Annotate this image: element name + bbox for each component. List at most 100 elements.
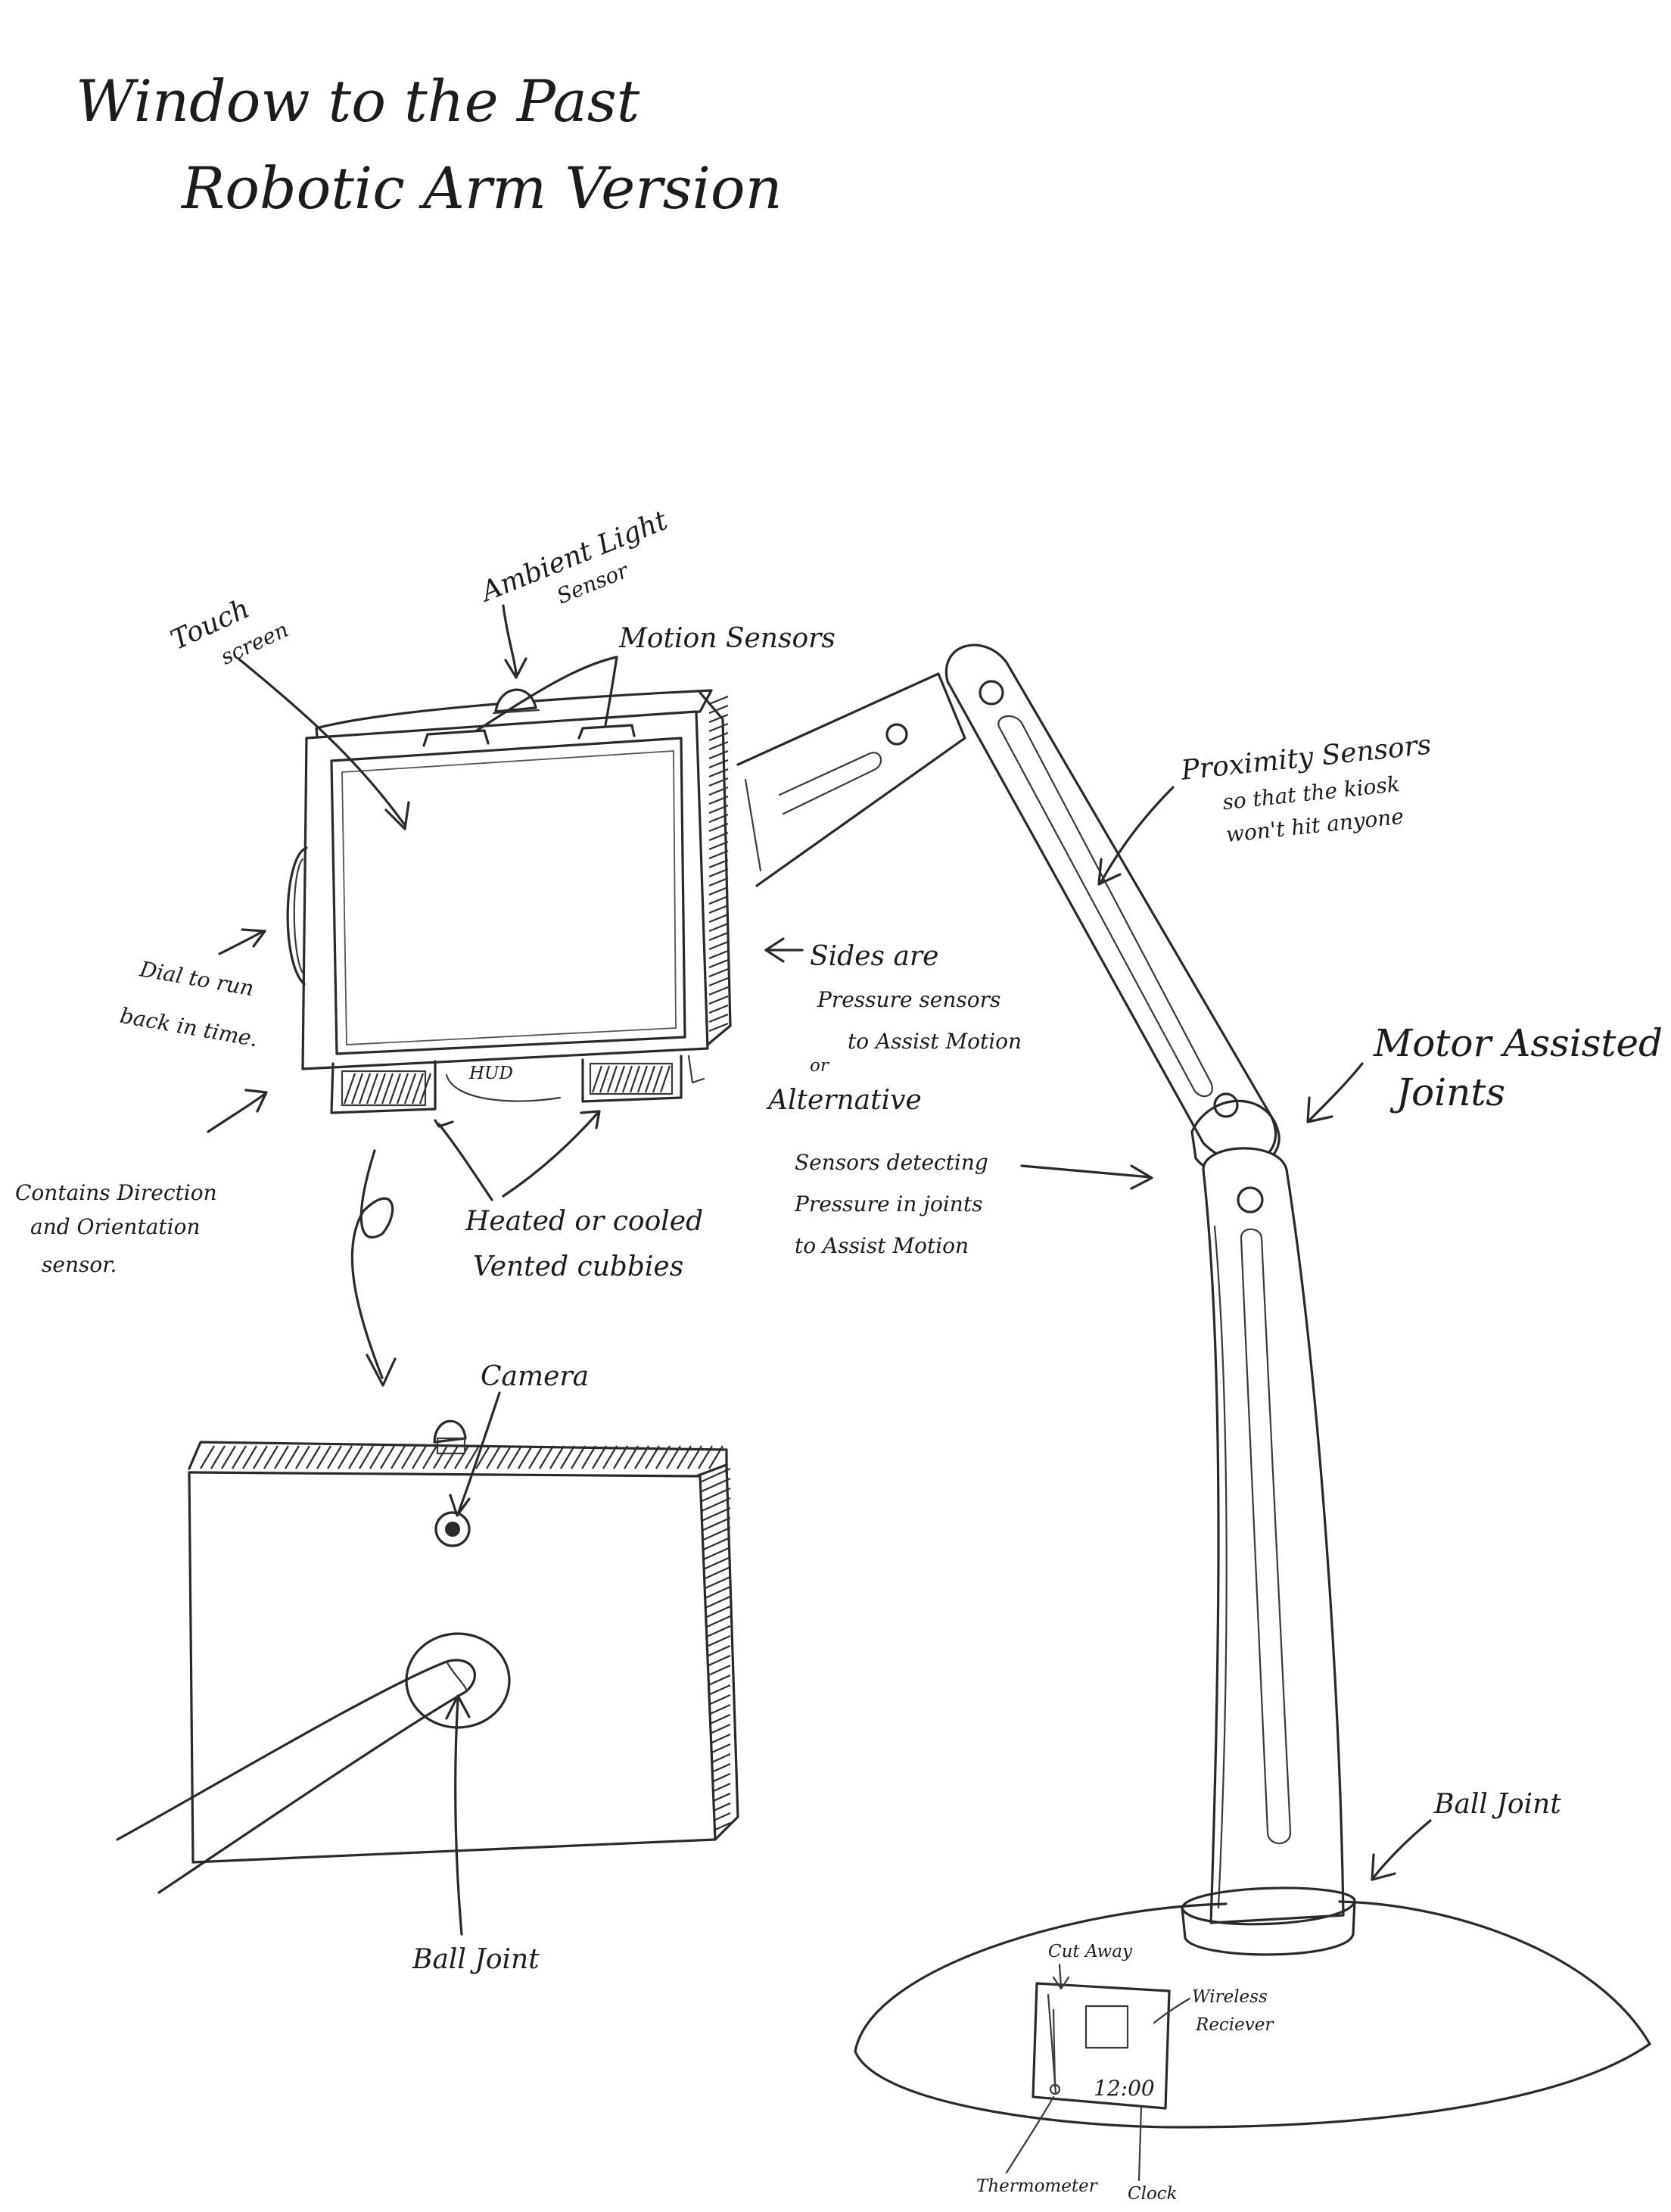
ambient-light-sensor xyxy=(494,688,537,713)
hatch-stroke xyxy=(396,1073,409,1104)
hatch-stroke xyxy=(221,1445,236,1469)
hatch-stroke xyxy=(634,1445,649,1469)
motor-label-2: Joints xyxy=(1389,1070,1505,1114)
cubbies-arrow-left xyxy=(437,1123,493,1201)
hatch-stroke xyxy=(210,1445,226,1469)
hatch-stroke xyxy=(708,713,729,724)
sides-label-1: Sides are xyxy=(810,941,938,972)
motion-sensor-left xyxy=(422,729,490,747)
kiosk-base: 12:00 xyxy=(854,1900,1651,2129)
hatch-stroke xyxy=(708,922,729,933)
hatch-stroke xyxy=(496,1445,512,1469)
hatch-stroke xyxy=(708,1022,729,1033)
hatch-stroke xyxy=(708,858,729,869)
hatch-stroke xyxy=(599,1065,611,1093)
hatch-stroke xyxy=(708,977,729,987)
hatch-stroke xyxy=(388,1073,402,1104)
hatch-stroke xyxy=(549,1445,565,1469)
time-dial[interactable] xyxy=(286,846,308,986)
hatch-stroke xyxy=(699,1526,731,1543)
arm-lower-segment xyxy=(1202,1147,1345,1924)
hatch-stroke xyxy=(232,1445,247,1469)
hatch-stroke xyxy=(708,986,729,996)
hatch-stroke xyxy=(358,1073,372,1104)
hatch-stroke xyxy=(708,868,729,878)
hatch-stroke xyxy=(708,759,729,769)
hatch-stroke xyxy=(708,740,729,751)
wireless-label-1: Wireless xyxy=(1192,1987,1268,2007)
hatch-stroke xyxy=(350,1073,364,1104)
hatch-stroke xyxy=(652,1065,664,1093)
hatch-stroke xyxy=(200,1445,215,1469)
hatch-stroke xyxy=(621,1065,633,1093)
hatch-stroke xyxy=(677,1445,692,1469)
hatch-stroke xyxy=(636,1065,649,1093)
alt-label-2: Sensors detecting xyxy=(795,1150,988,1175)
hatch-stroke xyxy=(422,1445,437,1469)
camera-label: Camera xyxy=(481,1361,589,1392)
hatch-stroke xyxy=(433,1445,448,1469)
alt-label-1: Alternative xyxy=(766,1085,922,1116)
hatch-stroke xyxy=(708,722,729,733)
annotation-labels: Touch screen Ambient Light Sensor Motion… xyxy=(15,505,1663,2204)
cut-away-box: 12:00 xyxy=(1032,1982,1171,2110)
alt-label-4: to Assist Motion xyxy=(795,1233,969,1258)
motion-sensors-label: Motion Sensors xyxy=(618,623,835,654)
hatch-stroke xyxy=(699,1536,731,1553)
hatch-stroke xyxy=(391,1445,406,1469)
hatch-stroke xyxy=(699,1477,731,1494)
touch-screen[interactable] xyxy=(330,737,686,1055)
or-label: or xyxy=(810,1056,830,1076)
hatch-stroke xyxy=(645,1445,660,1469)
hatch-stroke xyxy=(699,1487,731,1503)
hatch-stroke xyxy=(411,1073,425,1104)
direction-label-3: sensor. xyxy=(42,1252,117,1277)
hatch-stroke xyxy=(699,1546,731,1562)
direction-label-1: Contains Direction xyxy=(15,1180,217,1205)
base-collar xyxy=(1181,1886,1356,1956)
hatch-stroke xyxy=(465,1445,480,1469)
hatch-stroke xyxy=(708,831,729,842)
hatch-stroke xyxy=(327,1445,342,1469)
title-line-2: Robotic Arm Version xyxy=(180,154,783,222)
hatch-stroke xyxy=(242,1445,257,1469)
title-line-1: Window to the Past xyxy=(76,67,640,135)
hatch-stroke xyxy=(606,1065,618,1093)
camera-lens xyxy=(434,1511,471,1547)
camera-housing xyxy=(433,1419,467,1444)
hatch-stroke xyxy=(366,1073,379,1104)
hatch-stroke xyxy=(486,1445,501,1469)
hatch-stroke xyxy=(419,1073,432,1104)
hatch-stroke xyxy=(666,1445,681,1469)
hatch-stroke xyxy=(708,795,729,805)
hatch-stroke xyxy=(412,1445,427,1469)
cubbies-arrow-right xyxy=(502,1111,599,1198)
ball-joint-front-label: Ball Joint xyxy=(412,1944,540,1975)
ball-joint-base-label: Ball Joint xyxy=(1433,1789,1561,1820)
hatch-stroke xyxy=(613,1445,628,1469)
hatch-stroke xyxy=(644,1065,656,1093)
hatch-stroke xyxy=(359,1445,374,1469)
thermometer-icon xyxy=(1052,2008,1056,2087)
hatch-stroke xyxy=(708,804,729,815)
hatch-stroke xyxy=(614,1065,626,1093)
hatch-stroke xyxy=(708,704,729,715)
hatch-stroke xyxy=(507,1445,522,1469)
wireless-label-2: Reciever xyxy=(1195,2015,1274,2035)
hatch-stroke xyxy=(708,958,729,969)
hatch-stroke xyxy=(708,1013,729,1023)
cut-away-label: Cut Away xyxy=(1048,1942,1133,1961)
hatch-stroke xyxy=(528,1445,543,1469)
hatch-stroke xyxy=(708,849,729,860)
hatch-stroke xyxy=(708,1445,723,1469)
kiosk-side-pressure-panel xyxy=(699,691,732,1046)
hatch-stroke xyxy=(708,904,729,914)
thermometer-label: Thermometer xyxy=(976,2176,1099,2196)
alt-label-3: Pressure in joints xyxy=(794,1192,982,1217)
kiosk-back-view xyxy=(116,1419,739,1894)
hatch-stroke xyxy=(655,1445,671,1469)
direction-label-2: and Orientation xyxy=(30,1214,201,1239)
hatch-stroke xyxy=(687,1445,702,1469)
hatch-stroke xyxy=(699,1516,731,1533)
hatch-stroke xyxy=(699,1506,731,1523)
